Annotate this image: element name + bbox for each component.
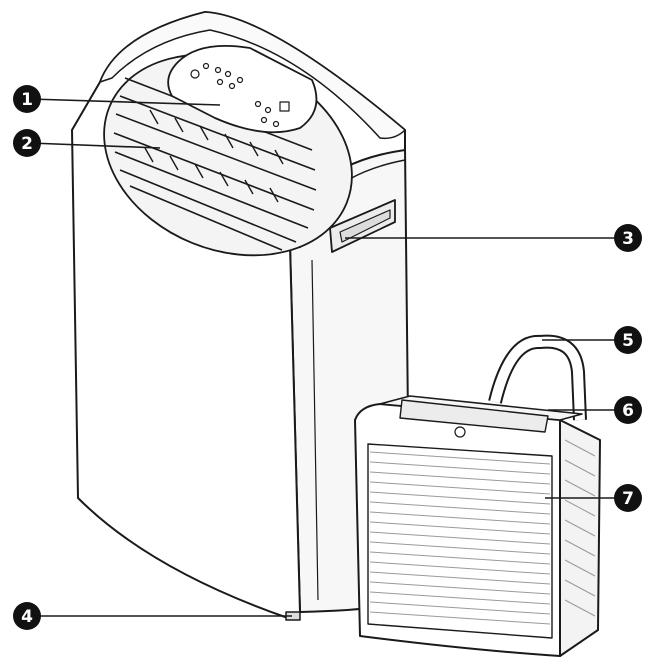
leader-lines: [29, 98, 620, 617]
control-buttons: [190, 62, 290, 128]
leader-line-2: [29, 142, 161, 149]
callout-badge: [614, 224, 642, 252]
callout-badge: [614, 326, 642, 354]
callout-number: 7: [622, 489, 634, 509]
callout-6: 6: [614, 396, 642, 424]
front-grille: [369, 451, 551, 625]
callout-2: 2: [13, 129, 41, 157]
main-unit-top: [99, 11, 406, 140]
callout-number: 5: [622, 331, 634, 351]
callout-number: 4: [21, 607, 33, 627]
callout-4: 4: [13, 602, 41, 630]
main-unit: [71, 11, 411, 621]
callout-number: 6: [622, 401, 634, 421]
callout-3: 3: [614, 224, 642, 252]
callout-badge: [614, 484, 642, 512]
castor-wheel: [285, 611, 301, 621]
callout-badge: [13, 85, 41, 113]
callout-1: 1: [13, 85, 41, 113]
callout-badge: [13, 602, 41, 630]
callout-number: 3: [622, 229, 634, 249]
callout-number: 1: [21, 90, 33, 110]
callout-badge: [614, 396, 642, 424]
callout-5: 5: [614, 326, 642, 354]
callout-badge: [13, 129, 41, 157]
leader-line-1: [29, 98, 221, 106]
callout-7: 7: [614, 484, 642, 512]
window-unit: [354, 334, 601, 657]
callout-number: 2: [21, 134, 33, 154]
main-unit-edge-2: [311, 259, 319, 601]
